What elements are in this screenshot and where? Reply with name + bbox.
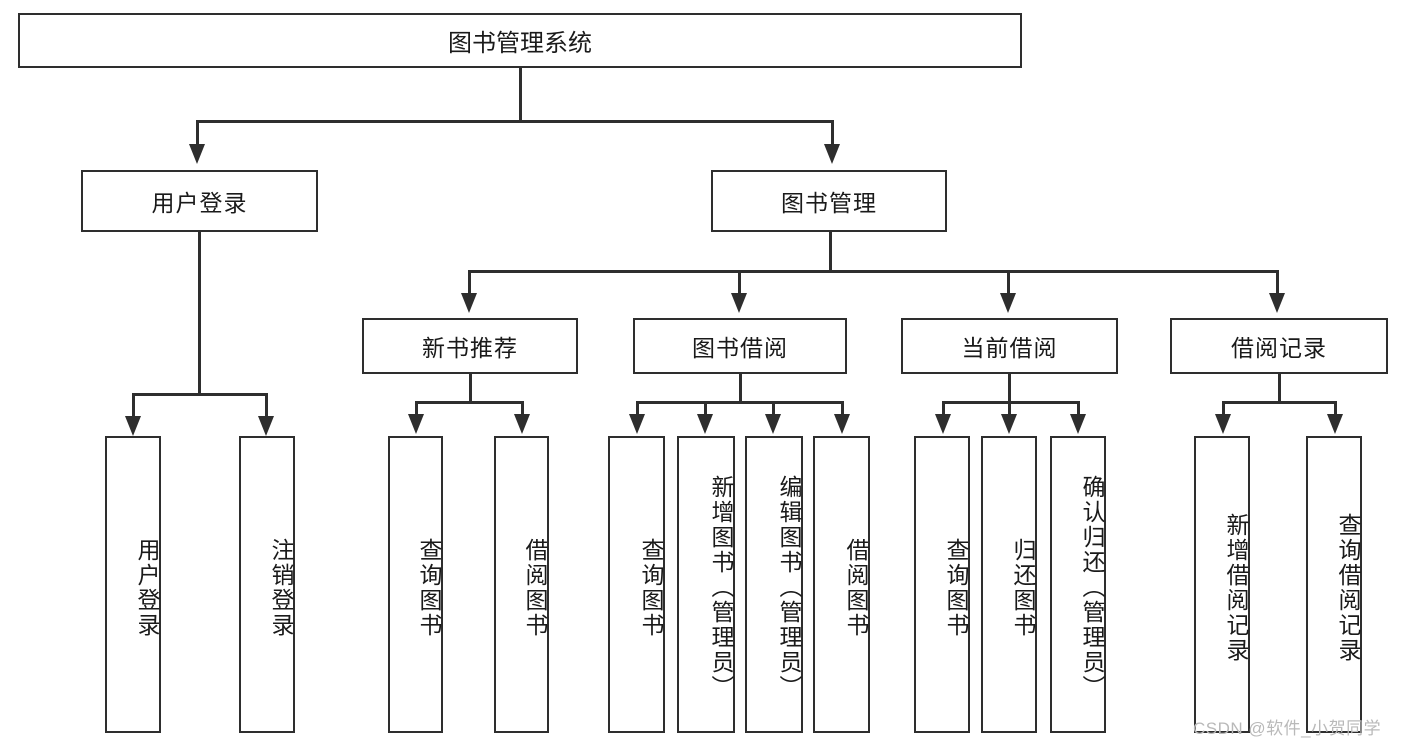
node-user-login[interactable]: 用户登录 <box>81 170 318 232</box>
edge-current-borrow-stem <box>1008 374 1011 401</box>
arrow-to-new-book-recommend <box>461 293 477 313</box>
leaf-confirm-return-admin[interactable]: 确认归还（管理员） <box>1050 436 1106 733</box>
edge-book-management-stem <box>829 232 832 270</box>
arrow-to-borrow-record <box>1269 293 1285 313</box>
node-new-book-recommend[interactable]: 新书推荐 <box>362 318 578 374</box>
node-label: 用户登录 <box>151 190 248 216</box>
edge-book-borrow-drop-4 <box>841 401 844 416</box>
edge-current-borrow-bus <box>942 401 1079 404</box>
node-root-book-management-system[interactable]: 图书管理系统 <box>18 13 1022 68</box>
arrow-to-book-management <box>824 144 840 164</box>
node-label: 借阅图书 <box>843 537 869 638</box>
node-label: 注销登录 <box>268 537 294 638</box>
node-current-borrow[interactable]: 当前借阅 <box>901 318 1118 374</box>
leaf-borrow-book-recommend[interactable]: 借阅图书 <box>494 436 549 733</box>
arrow-to-leaf-add-book <box>697 414 713 434</box>
leaf-return-book[interactable]: 归还图书 <box>981 436 1037 733</box>
arrow-to-leaf-add-record <box>1215 414 1231 434</box>
node-label: 确认归还（管理员） <box>1079 475 1105 700</box>
edge-level3-drop-1 <box>468 270 471 294</box>
edge-book-borrow-drop-1 <box>636 401 639 416</box>
edge-level3-drop-3 <box>1007 270 1010 294</box>
edge-user-login-drop-2 <box>265 393 268 417</box>
leaf-add-borrow-record[interactable]: 新增借阅记录 <box>1194 436 1250 733</box>
leaf-edit-book-admin[interactable]: 编辑图书（管理员） <box>745 436 803 733</box>
arrow-to-leaf-user-login <box>125 416 141 436</box>
edge-level3-drop-2 <box>738 270 741 294</box>
node-label: 新书推荐 <box>422 335 518 361</box>
edge-user-login-drop-1 <box>132 393 135 417</box>
arrow-to-leaf-borrow-book-1 <box>514 414 530 434</box>
edge-level2-drop-left <box>196 120 199 144</box>
node-label: 当前借阅 <box>961 335 1058 361</box>
leaf-query-book-recommend[interactable]: 查询图书 <box>388 436 443 733</box>
edge-level3-bus <box>468 270 1278 273</box>
node-label: 借阅记录 <box>1231 335 1327 361</box>
arrow-to-leaf-query-book-3 <box>935 414 951 434</box>
edge-new-book-drop-1 <box>415 401 418 416</box>
node-label: 编辑图书（管理员） <box>776 475 802 700</box>
leaf-add-book-admin[interactable]: 新增图书（管理员） <box>677 436 735 733</box>
edge-borrow-record-stem <box>1278 374 1281 401</box>
node-label: 用户登录 <box>134 537 160 638</box>
edge-book-borrow-drop-3 <box>772 401 775 416</box>
node-label: 归还图书 <box>1010 537 1036 638</box>
arrow-to-leaf-borrow-book-2 <box>834 414 850 434</box>
node-label: 图书管理系统 <box>448 30 592 57</box>
edge-book-borrow-drop-2 <box>704 401 707 416</box>
edge-user-login-bus <box>132 393 267 396</box>
arrow-to-leaf-query-book-1 <box>408 414 424 434</box>
edge-book-borrow-bus <box>636 401 844 404</box>
leaf-logout[interactable]: 注销登录 <box>239 436 295 733</box>
edge-current-borrow-drop-2 <box>1008 401 1011 416</box>
arrow-to-leaf-return-book <box>1001 414 1017 434</box>
edge-root-stem <box>519 68 522 120</box>
edge-borrow-record-bus <box>1222 401 1336 404</box>
edge-new-book-drop-2 <box>521 401 524 416</box>
node-label: 新增图书（管理员） <box>708 475 734 700</box>
arrow-to-leaf-query-book-2 <box>629 414 645 434</box>
edge-borrow-record-drop-2 <box>1334 401 1337 416</box>
edge-book-borrow-stem <box>739 374 742 401</box>
node-label: 查询图书 <box>943 537 969 638</box>
edge-level2-bus <box>196 120 833 123</box>
edge-new-book-bus <box>415 401 523 404</box>
node-label: 查询图书 <box>416 537 442 638</box>
leaf-query-borrow-record[interactable]: 查询借阅记录 <box>1306 436 1362 733</box>
edge-new-book-stem <box>469 374 472 401</box>
edge-current-borrow-drop-1 <box>942 401 945 416</box>
node-book-management[interactable]: 图书管理 <box>711 170 947 232</box>
edge-level2-drop-right <box>831 120 834 144</box>
leaf-borrow-book[interactable]: 借阅图书 <box>813 436 870 733</box>
edge-borrow-record-drop-1 <box>1222 401 1225 416</box>
arrow-to-leaf-query-record <box>1327 414 1343 434</box>
arrow-to-user-login <box>189 144 205 164</box>
node-label: 新增借阅记录 <box>1223 512 1249 663</box>
leaf-query-book-borrow[interactable]: 查询图书 <box>608 436 665 733</box>
edge-user-login-stem <box>198 232 201 393</box>
node-label: 查询图书 <box>638 537 664 638</box>
edge-level3-drop-4 <box>1276 270 1279 294</box>
node-label: 图书借阅 <box>692 335 788 361</box>
arrow-to-current-borrow <box>1000 293 1016 313</box>
csdn-watermark: CSDN @软件_小贺同学 <box>1193 719 1382 738</box>
node-book-borrow[interactable]: 图书借阅 <box>633 318 847 374</box>
node-label: 借阅图书 <box>522 537 548 638</box>
node-borrow-record[interactable]: 借阅记录 <box>1170 318 1388 374</box>
arrow-to-leaf-logout <box>258 416 274 436</box>
node-label: 查询借阅记录 <box>1335 512 1361 663</box>
edge-current-borrow-drop-3 <box>1077 401 1080 416</box>
leaf-user-login[interactable]: 用户登录 <box>105 436 161 733</box>
node-label: 图书管理 <box>781 190 877 216</box>
arrow-to-leaf-edit-book <box>765 414 781 434</box>
arrow-to-book-borrow <box>731 293 747 313</box>
leaf-query-book-current[interactable]: 查询图书 <box>914 436 970 733</box>
arrow-to-leaf-confirm-return <box>1070 414 1086 434</box>
